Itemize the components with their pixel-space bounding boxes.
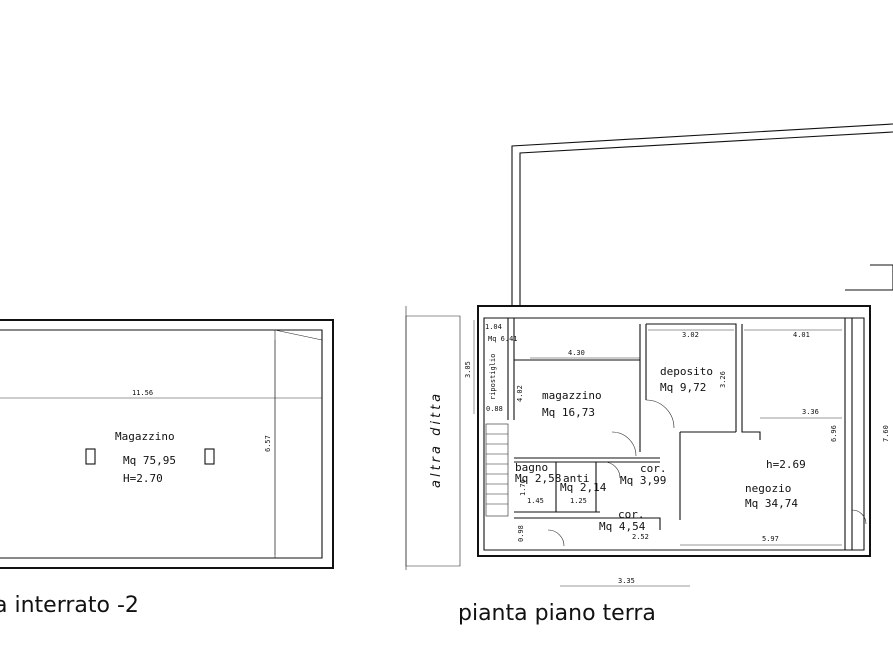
basement-plan: 11.56 6.57 Magazzino Mq 75,95 H=2.70 a i… [0,319,334,618]
basement-corner-line [274,329,323,341]
bathroom-top-wall [514,457,660,463]
right-inner-wall [844,318,853,550]
dim-760: 7.60 [882,425,890,442]
bathroom-bottom-wall [514,511,600,519]
ripostiglio-area: Mq 6.41 [488,335,518,343]
cor2-label: cor. [618,508,645,521]
cor1-label: cor. [640,462,667,475]
ground-floor-plan: altra ditta [405,123,893,626]
basement-title: a interrato -2 [0,593,139,618]
courtyard-outline [511,123,893,306]
dim-125: 1.25 [570,497,587,505]
dim-401: 4.01 [793,331,810,339]
dim-176: 1.76 [519,479,527,496]
magazzino-area: Mq 16,73 [542,406,595,419]
magazzino-deposito-wall [639,324,647,452]
basement-outer-wall [0,319,334,569]
basement-inner-wall [0,329,323,559]
dim-305: 3.05 [464,361,472,378]
dim-430: 4.30 [568,349,585,357]
ground-outer-wall [477,305,871,557]
basement-width-dim: 11.56 [132,389,153,397]
basement-pillar-right [204,448,215,465]
dim-098: 0.98 [517,525,525,542]
negozio-label: negozio [745,482,791,495]
door-swing-magazzino [611,431,637,457]
deposito-walls [646,323,737,432]
dim-597: 5.97 [762,535,779,543]
bagno-label: bagno [515,461,548,474]
negozio-height: h=2.69 [766,458,806,471]
door-swing-negozio [851,509,867,525]
ripostiglio-wall [507,318,515,420]
stairs [485,423,509,517]
dim-696: 6.96 [830,425,838,442]
basement-room-area: Mq 75,95 [123,454,176,467]
dim-252: 2.52 [632,533,649,541]
cor1-area: Mq 3,99 [620,474,666,487]
magazzino-label: magazzino [542,389,602,402]
right-edge-walls [845,264,893,291]
cor2-area: Mq 4,54 [599,520,646,533]
door-swing-deposito [645,399,675,429]
dim-326: 3.26 [719,371,727,388]
anti-label: anti [563,472,590,485]
neighbor-label: altra ditta [429,391,444,488]
bathroom-walls [555,462,597,512]
ripostiglio-label: ripostiglio [489,354,497,400]
dim-088: 0.88 [486,405,503,413]
negozio-left-wall [741,324,761,440]
deposito-area: Mq 9,72 [660,381,706,394]
dim-336: 3.36 [802,408,819,416]
basement-room-height: H=2.70 [123,472,163,485]
dim-402: 4.02 [516,385,524,402]
bagno-area: Mq 2,58 [515,472,561,485]
basement-pillar-left [85,448,96,465]
dim-145: 1.45 [527,497,544,505]
door-swing-cor [603,461,621,479]
corridor2-wall [600,517,661,530]
ground-inner-wall [483,317,865,551]
courtyard-inner-outline [519,131,893,306]
basement-depth-dim: 6.57 [264,435,272,452]
ground-title: pianta piano terra [458,601,656,626]
basement-room-name: Magazzino [115,430,175,443]
dim-302: 3.02 [682,331,699,339]
negozio-area: Mq 34,74 [745,497,798,510]
dim-335: 3.35 [618,577,635,585]
anti-area: Mq 2,14 [560,481,607,494]
deposito-label: deposito [660,365,713,378]
door-swing-entry [547,529,565,547]
dim-104: 1.04 [485,323,502,331]
corridor-wall [679,431,736,520]
